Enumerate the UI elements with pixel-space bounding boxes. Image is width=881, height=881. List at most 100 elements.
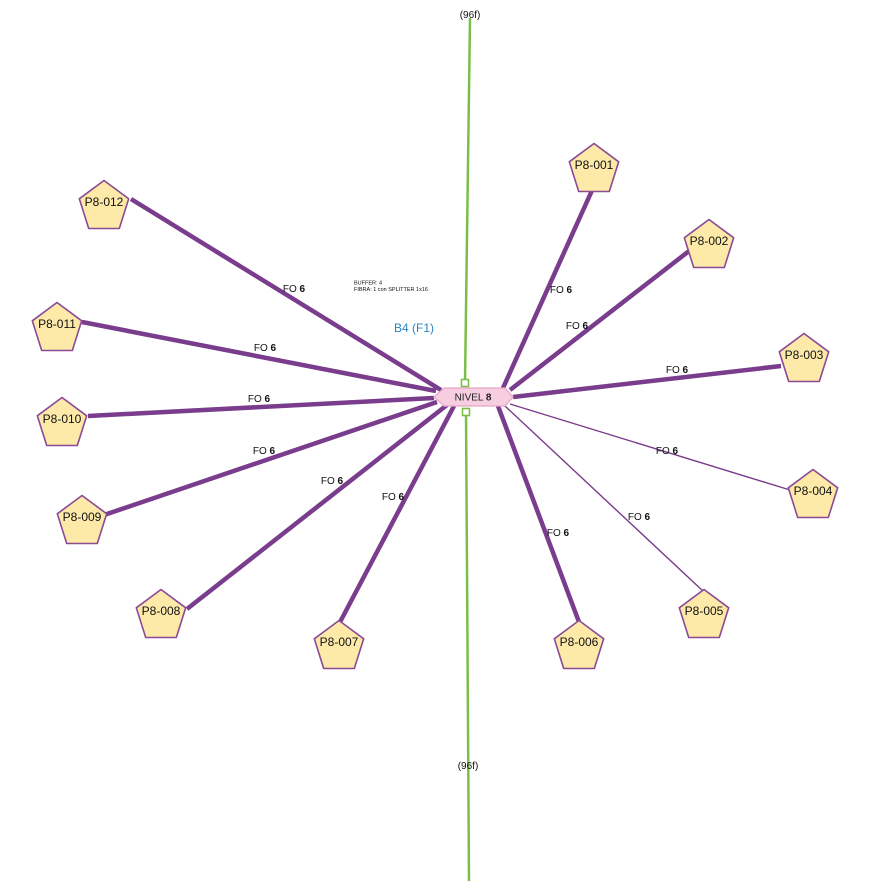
- link-p8-010: [87, 395, 435, 419]
- node-p8-011[interactable]: P8-011: [31, 301, 83, 352]
- link-label-p8-012: FO 6: [283, 284, 306, 295]
- links-layer: [81, 185, 791, 626]
- link-label-prefix: FO: [283, 284, 297, 295]
- node-label: P8-012: [85, 195, 124, 209]
- node-shape: [787, 468, 839, 519]
- node-p8-005[interactable]: P8-005: [678, 588, 730, 639]
- link-p8-009: [103, 399, 438, 518]
- link-label-p8-001: FO 6: [550, 285, 573, 296]
- node-shape: [778, 332, 830, 383]
- node-label: P8-008: [142, 604, 181, 618]
- node-shape: [31, 301, 83, 352]
- node-shape: [683, 218, 735, 269]
- hub-label: NIVEL 8: [455, 393, 492, 404]
- node-shape: [56, 494, 108, 545]
- link-label-count: 6: [580, 321, 589, 332]
- hub-label-number: 8: [486, 393, 492, 404]
- link-p8-002: [508, 249, 691, 392]
- node-label: P8-003: [785, 348, 824, 362]
- node-shape: [568, 142, 620, 193]
- node-label: P8-002: [690, 234, 729, 248]
- link-p8-001: [500, 185, 597, 389]
- node-label: P8-005: [685, 604, 724, 618]
- annotation-fibra: FIBRA: 1 con SPLITTER 1x16: [354, 287, 428, 293]
- hub-node[interactable]: NIVEL 8: [433, 387, 514, 407]
- node-label: P8-011: [38, 317, 76, 331]
- link-label-p8-011: FO 6: [254, 343, 277, 354]
- link-label-count: 6: [335, 476, 344, 487]
- link-label-prefix: FO: [547, 528, 561, 539]
- node-p8-007[interactable]: P8-007: [313, 619, 365, 670]
- link-label-prefix: FO: [321, 476, 335, 487]
- link-label-count: 6: [564, 285, 573, 296]
- node-p8-002[interactable]: P8-002: [683, 218, 735, 269]
- node-label: P8-006: [560, 635, 599, 649]
- trunk-top-label: (96f): [460, 10, 481, 21]
- node-shape: [678, 588, 730, 639]
- hub-label-prefix: NIVEL: [455, 393, 484, 404]
- hub-shape: [433, 387, 514, 407]
- link-label-p8-008: FO 6: [321, 476, 344, 487]
- node-p8-010[interactable]: P8-010: [36, 396, 88, 447]
- annotation: BUFFER: 4 FIBRA: 1 con SPLITTER 1x16 B4 …: [354, 281, 434, 336]
- link-p8-012: [129, 197, 443, 392]
- link-label-p8-007: FO 6: [382, 492, 405, 503]
- link-label-count: 6: [680, 365, 689, 376]
- link-label-p8-006: FO 6: [547, 528, 570, 539]
- node-p8-001[interactable]: P8-001: [568, 142, 620, 193]
- link-labels-layer: FO 6FO 6FO 6FO 6FO 6FO 6FO 6FO 6FO 6FO 6…: [248, 284, 689, 539]
- link-label-count: 6: [262, 394, 271, 405]
- link-label-p8-009: FO 6: [253, 446, 276, 457]
- node-shape: [78, 179, 130, 230]
- link-label-p8-002: FO 6: [566, 321, 589, 332]
- node-p8-003[interactable]: P8-003: [778, 332, 830, 383]
- link-p8-004: [509, 403, 791, 491]
- link-label-p8-003: FO 6: [666, 365, 689, 376]
- link-label-prefix: FO: [628, 512, 642, 523]
- link-label-prefix: FO: [666, 365, 680, 376]
- link-p8-007: [337, 404, 456, 626]
- link-label-prefix: FO: [550, 285, 564, 296]
- link-label-count: 6: [670, 446, 679, 457]
- node-label: P8-004: [794, 484, 833, 498]
- node-label: P8-007: [320, 635, 359, 649]
- annotation-buffer: BUFFER: 4: [354, 281, 382, 287]
- node-shape: [313, 619, 365, 670]
- node-label: P8-009: [63, 510, 102, 524]
- annotation-box-label: B4 (F1): [394, 321, 434, 335]
- link-label-count: 6: [642, 512, 651, 523]
- node-label: P8-001: [575, 158, 614, 172]
- link-p8-006: [495, 405, 582, 623]
- link-label-prefix: FO: [248, 394, 262, 405]
- link-label-p8-005: FO 6: [628, 512, 651, 523]
- link-p8-011: [81, 319, 437, 394]
- link-label-count: 6: [267, 446, 276, 457]
- node-shape: [36, 396, 88, 447]
- link-p8-005: [504, 405, 705, 593]
- trunk-line-top: [463, 17, 472, 384]
- link-label-p8-010: FO 6: [248, 394, 271, 405]
- link-p8-008: [185, 403, 449, 611]
- node-p8-008[interactable]: P8-008: [135, 588, 187, 639]
- link-label-prefix: FO: [656, 446, 670, 457]
- node-shape: [135, 588, 187, 639]
- trunk-layer: (96f) (96f): [458, 10, 481, 881]
- link-label-prefix: FO: [253, 446, 267, 457]
- link-p8-003: [512, 363, 782, 400]
- node-label: P8-010: [43, 412, 82, 426]
- link-label-prefix: FO: [254, 343, 268, 354]
- link-label-count: 6: [396, 492, 405, 503]
- link-label-prefix: FO: [566, 321, 580, 332]
- node-shape: [553, 619, 605, 670]
- link-label-count: 6: [561, 528, 570, 539]
- node-p8-004[interactable]: P8-004: [787, 468, 839, 519]
- link-label-count: 6: [268, 343, 277, 354]
- link-label-count: 6: [297, 284, 306, 295]
- trunk-line-bottom: [464, 410, 471, 881]
- node-p8-009[interactable]: P8-009: [56, 494, 108, 545]
- node-p8-012[interactable]: P8-012: [78, 179, 130, 230]
- trunk-bottom-label: (96f): [458, 761, 479, 772]
- node-p8-006[interactable]: P8-006: [553, 619, 605, 670]
